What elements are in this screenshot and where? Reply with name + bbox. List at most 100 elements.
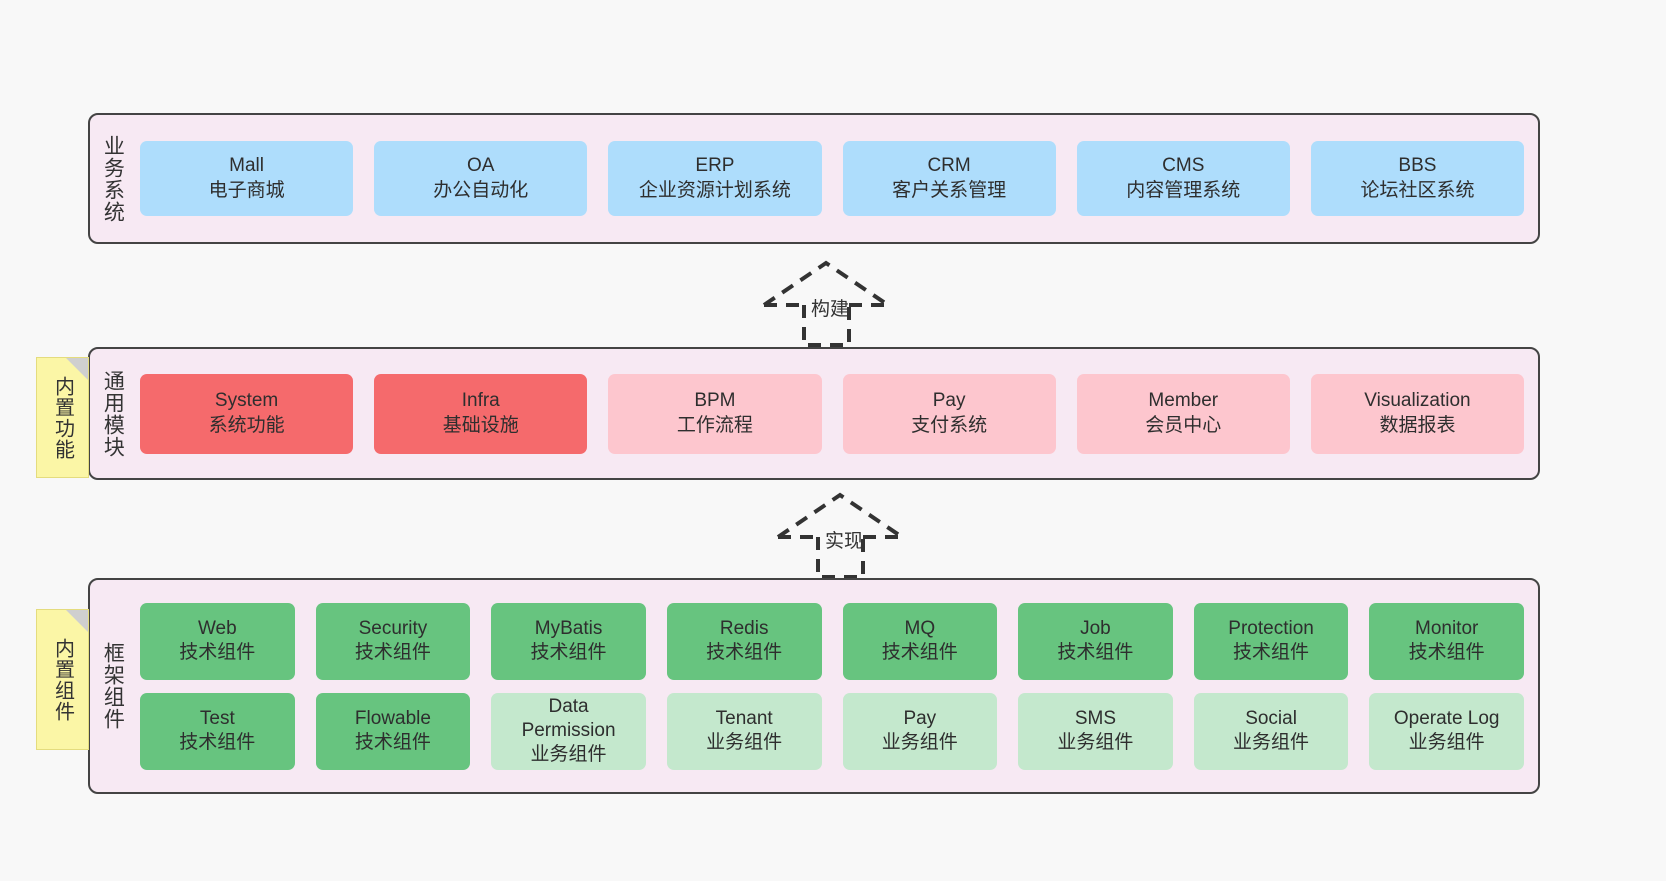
node-title: BBS [1398,155,1437,177]
node-subtitle: 技术组件 [179,642,256,663]
node-subtitle: 数据报表 [1379,414,1456,436]
node-redis[interactable]: Redis 技术组件 [666,602,822,680]
node-title: Pay [903,707,937,729]
node-title: Security [358,617,428,639]
node-subtitle: 支付系统 [911,414,988,436]
node-monitor[interactable]: Monitor 技术组件 [1369,602,1524,680]
node-pay-module[interactable]: Pay 支付系统 [842,373,1056,454]
node-title: SMS [1074,707,1117,729]
node-title: CRM [927,155,971,177]
node-pay-component[interactable]: Pay 业务组件 [842,692,998,770]
framework-tech-row: Web 技术组件 Security 技术组件 MyBatis 技术组件 Redi… [140,602,1524,680]
sticky-note-builtin-features: 内置功能 [36,357,89,478]
node-bpm[interactable]: BPM 工作流程 [608,373,822,454]
node-title: ERP [695,155,735,177]
layer-business-label: 业务系统 [101,134,125,223]
connector-build-label: 构建 [811,299,850,320]
node-subtitle: 技术组件 [354,642,431,663]
business-node-row: Mall 电子商城 OA 办公自动化 ERP 企业资源计划系统 CRM 客户关系… [140,141,1525,216]
layer-business-body: Mall 电子商城 OA 办公自动化 ERP 企业资源计划系统 CRM 客户关系… [134,115,1538,242]
node-security[interactable]: Security 技术组件 [315,602,471,680]
layer-framework-body: Web 技术组件 Security 技术组件 MyBatis 技术组件 Redi… [134,580,1538,792]
node-title: Pay [932,390,966,412]
node-subtitle: 内容管理系统 [1126,179,1241,201]
node-subtitle: 技术组件 [706,642,783,663]
node-title: OA [467,155,495,177]
node-title: CMS [1162,155,1205,177]
node-visualization[interactable]: Visualization 数据报表 [1310,373,1525,454]
node-sms[interactable]: SMS 业务组件 [1018,692,1173,770]
node-tenant[interactable]: Tenant 业务组件 [666,692,822,770]
node-subtitle: 工作流程 [676,414,753,436]
node-test[interactable]: Test 技术组件 [140,692,295,770]
node-subtitle: 会员中心 [1145,414,1222,436]
node-title: System [214,390,279,412]
node-subtitle: 技术组件 [530,642,607,663]
node-job[interactable]: Job 技术组件 [1018,602,1173,680]
layer-framework-components: 框架组件 Web 技术组件 Security 技术组件 MyBatis 技术组件… [88,578,1540,794]
node-subtitle: 业务组件 [881,732,958,753]
node-title: Protection [1228,617,1314,639]
modules-node-row: System 系统功能 Infra 基础设施 BPM 工作流程 Pay 支付系统… [140,373,1525,454]
node-subtitle: 业务组件 [530,744,607,766]
node-title: MQ [904,617,936,639]
node-subtitle: 业务组件 [706,732,783,753]
node-title: Monitor [1415,617,1479,639]
node-subtitle: 业务组件 [1408,732,1485,753]
node-subtitle: 技术组件 [1057,642,1134,663]
node-web[interactable]: Web 技术组件 [140,602,295,680]
node-title: Social [1245,707,1297,729]
node-subtitle: 论坛社区系统 [1360,179,1475,201]
node-title: Job [1080,617,1111,639]
node-title: Member [1148,390,1219,412]
layer-modules-label: 通用模块 [101,369,125,458]
node-title: BPM [694,390,736,412]
node-mall[interactable]: Mall 电子商城 [140,141,354,216]
node-subtitle: 技术组件 [1408,642,1485,663]
node-subtitle: 业务组件 [1233,732,1310,753]
layer-modules-body: System 系统功能 Infra 基础设施 BPM 工作流程 Pay 支付系统… [134,349,1538,478]
node-subtitle: 办公自动化 [433,179,529,201]
node-cms[interactable]: CMS 内容管理系统 [1076,141,1290,216]
node-subtitle: 业务组件 [1057,732,1134,753]
node-mq[interactable]: MQ 技术组件 [842,602,998,680]
node-title: Flowable [354,707,431,729]
layer-common-modules: 通用模块 System 系统功能 Infra 基础设施 BPM 工作流程 Pay [88,347,1540,480]
node-title: Tenant [715,707,773,729]
framework-business-row: Test 技术组件 Flowable 技术组件 Data Permission … [140,692,1524,770]
node-title: Data Permission [521,695,616,741]
node-crm[interactable]: CRM 客户关系管理 [842,141,1056,216]
node-social[interactable]: Social 业务组件 [1193,692,1349,770]
node-subtitle: 企业资源计划系统 [638,179,791,201]
node-title: Web [197,617,237,639]
layer-framework-label: 框架组件 [101,642,125,730]
node-erp[interactable]: ERP 企业资源计划系统 [608,141,822,216]
node-infra[interactable]: Infra 基础设施 [374,373,588,454]
node-member[interactable]: Member 会员中心 [1076,373,1290,454]
layer-business-systems: 业务系统 Mall 电子商城 OA 办公自动化 ERP 企业资源计划系统 CRM [88,113,1540,244]
node-protection[interactable]: Protection 技术组件 [1193,602,1349,680]
node-title: Test [199,707,235,729]
node-subtitle: 系统功能 [208,414,285,436]
node-subtitle: 技术组件 [881,642,958,663]
node-title: Visualization [1364,390,1471,412]
connector-implement-label: 实现 [825,531,864,552]
node-subtitle: 技术组件 [179,732,256,753]
node-mybatis[interactable]: MyBatis 技术组件 [491,602,646,680]
node-subtitle: 技术组件 [354,732,431,753]
node-data-permission[interactable]: Data Permission 业务组件 [491,692,646,770]
sticky-note-builtin-components: 内置组件 [36,609,89,750]
node-operate-log[interactable]: Operate Log 业务组件 [1369,692,1524,770]
node-subtitle: 客户关系管理 [892,179,1007,201]
node-subtitle: 基础设施 [442,414,519,436]
node-oa[interactable]: OA 办公自动化 [374,141,588,216]
node-title: Mall [229,155,264,177]
node-title: MyBatis [534,617,603,639]
node-title: Infra [461,390,500,412]
node-subtitle: 电子商城 [208,179,285,201]
node-system[interactable]: System 系统功能 [140,373,354,454]
node-flowable[interactable]: Flowable 技术组件 [315,692,471,770]
node-subtitle: 技术组件 [1233,642,1310,663]
node-bbs[interactable]: BBS 论坛社区系统 [1310,141,1525,216]
